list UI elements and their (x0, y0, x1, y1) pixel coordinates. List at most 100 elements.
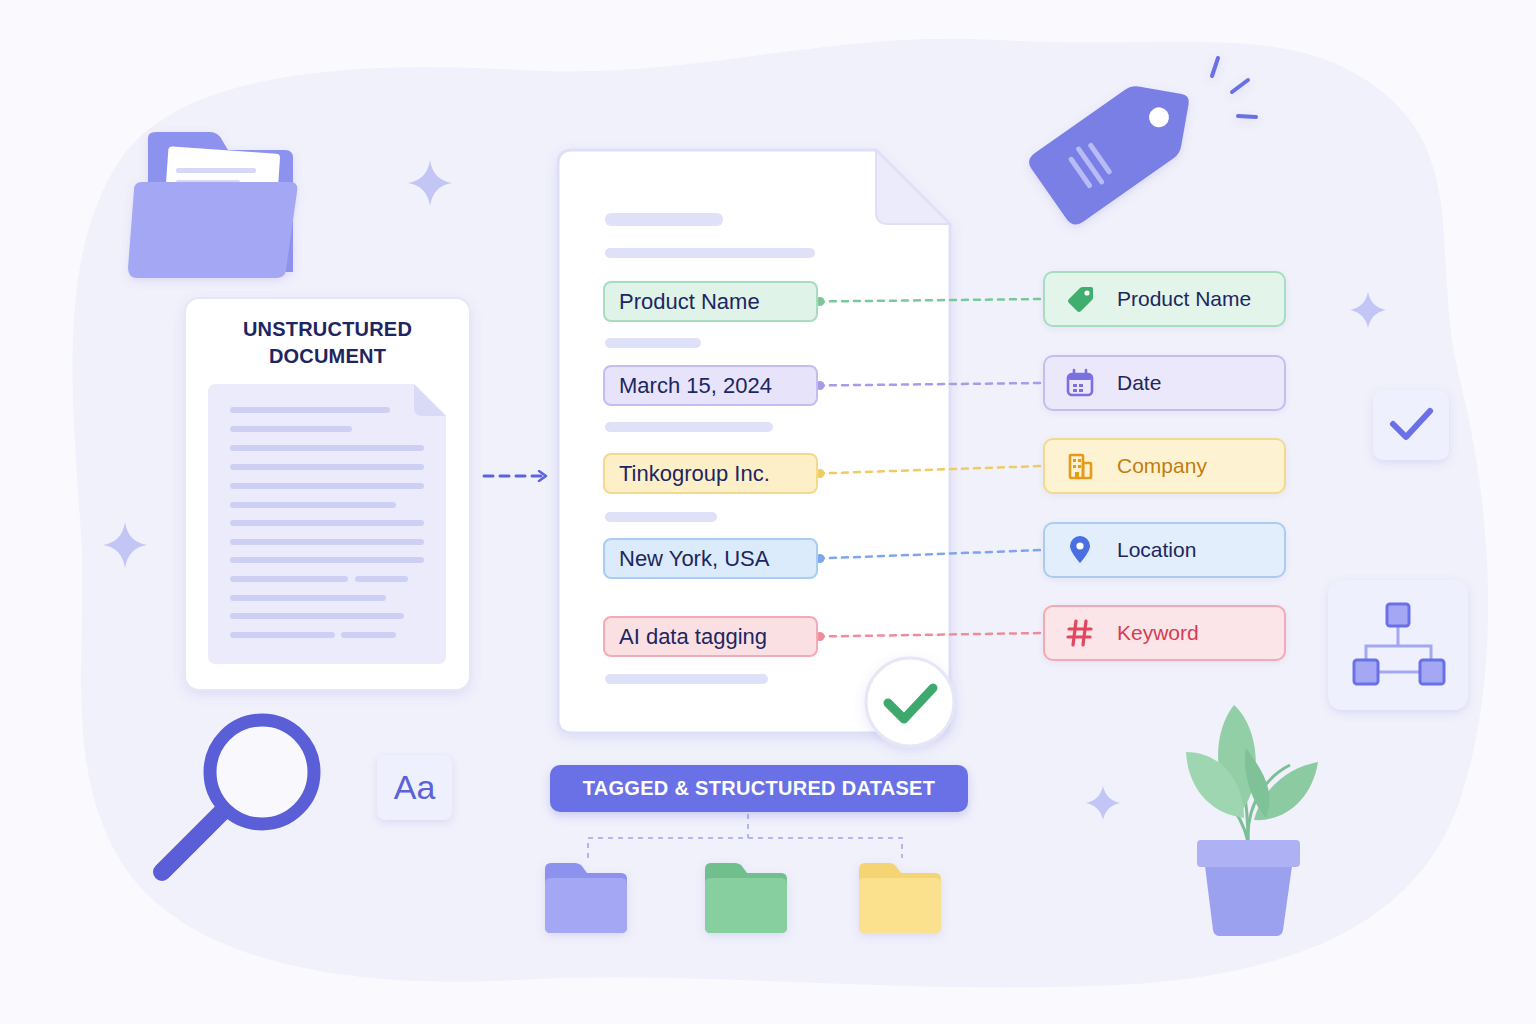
dataset-folder (705, 863, 787, 933)
bracket-line (588, 814, 902, 858)
unstructured-card (414, 384, 446, 416)
price-tag (1232, 80, 1248, 92)
tag-link (818, 466, 1043, 474)
node-text: New York, USA (619, 546, 769, 572)
magnifier (162, 812, 222, 872)
node-text: Tinkogroup Inc. (619, 461, 770, 487)
tag-icon (1068, 287, 1093, 312)
text-line (605, 674, 768, 684)
tag-icon (1068, 621, 1091, 645)
tag-icon (1065, 451, 1095, 481)
hierarchy-box (1328, 580, 1468, 710)
entity-highlight: Product Name (603, 281, 818, 322)
entity-highlight: New York, USA (603, 538, 818, 579)
tag-link (818, 550, 1043, 559)
unstructured-card (185, 298, 470, 690)
tagged-document (558, 150, 950, 733)
tag-icon (1073, 459, 1076, 462)
text-line (230, 445, 424, 451)
check-box (1373, 390, 1449, 460)
text-line (230, 595, 386, 601)
tag-icon (1073, 621, 1076, 645)
tag-icon (1065, 368, 1095, 398)
dataset-folder (545, 863, 941, 933)
text-line (230, 557, 424, 563)
unstructured-card (208, 384, 446, 664)
price-tag (1025, 63, 1212, 229)
text-line (230, 502, 396, 508)
entity-highlight: AI data tagging (603, 616, 818, 657)
tag-label: Location (1043, 522, 1286, 578)
magnifier (162, 720, 314, 872)
document-card: UNSTRUCTURED DOCUMENT (185, 298, 470, 690)
magnifier (210, 720, 314, 824)
price-tag (1091, 146, 1109, 172)
check-circle (866, 658, 954, 746)
font-icon-box: Aa (377, 755, 452, 820)
sparkle (103, 522, 147, 568)
dataset-folder (545, 878, 627, 933)
tag-icon (1069, 627, 1091, 630)
text-line (605, 422, 773, 432)
tag-icon (1065, 535, 1095, 565)
hierarchy-box (1354, 660, 1378, 684)
price-tag (1025, 63, 1212, 229)
dataset-folder (859, 863, 941, 933)
price-tag (1212, 58, 1218, 76)
node-text: Keyword (1117, 621, 1199, 645)
tag-icon (1085, 370, 1088, 376)
price-tag (1069, 142, 1112, 189)
potted-plant (1245, 748, 1269, 818)
dataset-folder (859, 863, 941, 933)
text-line (230, 483, 424, 489)
node-text: March 15, 2024 (619, 373, 772, 399)
price-tag (1238, 116, 1256, 117)
tag-icon (1068, 635, 1090, 638)
bracket-line (747, 814, 749, 838)
text-line (230, 407, 390, 413)
banner-text: TAGGED & STRUCTURED DATASET (550, 765, 968, 812)
text-line (230, 407, 424, 638)
node-text: Company (1117, 454, 1207, 478)
tag-icon (1078, 459, 1081, 462)
tag-icon (1079, 384, 1083, 387)
text-line (605, 248, 815, 258)
tag-icon (1073, 465, 1076, 468)
text-line (355, 576, 408, 582)
tag-icon (1068, 374, 1092, 395)
tag-link (818, 383, 1043, 386)
unstructured-card (185, 298, 470, 690)
text-line (230, 539, 424, 545)
bracket-line (588, 838, 902, 858)
dataset-folder (859, 878, 941, 933)
tag-icon (1065, 284, 1095, 314)
check-circle (866, 658, 954, 746)
tag-icon (1073, 384, 1077, 387)
entity-highlight: Tinkogroup Inc. (603, 453, 818, 494)
node-text: AI data tagging (619, 624, 767, 650)
tag-label: Date (1043, 355, 1286, 411)
hierarchy-box (1420, 660, 1444, 684)
node-text: Product Name (1117, 287, 1251, 311)
node-text: Date (1117, 371, 1161, 395)
tag-icon (1070, 455, 1083, 478)
tag-label: Company (1043, 438, 1286, 494)
folder-icon (176, 168, 256, 173)
potted-plant (1186, 752, 1244, 818)
entity-highlight: March 15, 2024 (603, 365, 818, 406)
text-line (230, 576, 348, 582)
text-line (605, 338, 701, 348)
text-line (230, 426, 352, 432)
price-tag (1025, 58, 1256, 229)
sparkle (408, 160, 452, 206)
tag-label: Product Name (1043, 271, 1286, 327)
text-line (605, 213, 723, 226)
tag-icon (1073, 370, 1076, 376)
dataset-folder (705, 863, 787, 933)
tagged-document (558, 150, 950, 733)
tagged-document: TAGGED & STRUCTURED DATASETProduct NameM… (558, 150, 950, 733)
price-tag (1212, 58, 1256, 117)
tag-icon (1068, 374, 1092, 380)
text-line (230, 464, 424, 470)
